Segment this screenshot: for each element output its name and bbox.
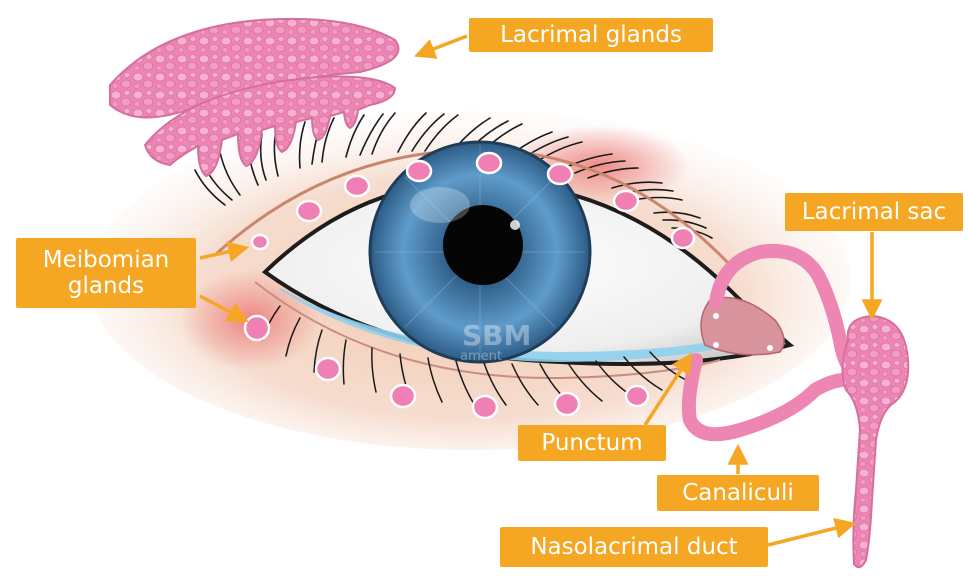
lacrimal-sac-shape [842, 316, 908, 567]
meibomian-dot [245, 316, 269, 340]
label-canaliculi-text: Canaliculi [682, 480, 794, 506]
watermark-subtext: ament [460, 349, 502, 364]
label-punctum-text: Punctum [541, 430, 642, 456]
label-canaliculi: Canaliculi [657, 475, 819, 511]
punctum-opening-lower [713, 342, 719, 348]
meibomian-dot [391, 385, 415, 407]
label-meibomian-line1: Meibomian [43, 247, 170, 273]
label-meibomian-glands: Meibomian glands [16, 238, 196, 308]
arrow-lacrimal-glands [418, 36, 467, 55]
meibomian-dot [407, 161, 431, 181]
caruncle-spot [767, 345, 773, 351]
meibomian-dot [252, 235, 268, 249]
label-lacrimal-glands: Lacrimal glands [469, 18, 713, 52]
meibomian-dot [477, 153, 501, 173]
meibomian-dot [672, 228, 694, 248]
meibomian-dot [626, 386, 648, 406]
meibomian-dot [548, 164, 572, 184]
meibomian-dot [297, 201, 321, 221]
meibomian-dot [473, 396, 497, 418]
arrow-nasolacrimal-duct [768, 524, 852, 545]
meibomian-dot [614, 191, 638, 211]
label-punctum: Punctum [518, 425, 666, 461]
label-nasolacrimal-duct: Nasolacrimal duct [500, 527, 768, 567]
iris-highlight [410, 187, 470, 223]
label-meibomian-line2: glands [68, 273, 144, 299]
punctum-opening-upper [713, 313, 719, 319]
label-lacrimal-glands-text: Lacrimal glands [500, 22, 682, 48]
label-nasolacrimal-duct-text: Nasolacrimal duct [530, 534, 737, 560]
meibomian-dot [316, 358, 340, 380]
watermark-logo: SBM [462, 319, 531, 352]
label-lacrimal-sac-text: Lacrimal sac [802, 199, 946, 225]
eye-reflection [510, 220, 520, 230]
meibomian-dot [555, 393, 579, 415]
meibomian-dot [345, 176, 369, 196]
label-lacrimal-sac: Lacrimal sac [785, 193, 963, 231]
